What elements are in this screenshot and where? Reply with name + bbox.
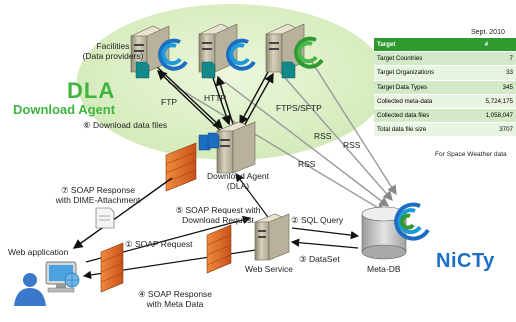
download-agent-label: Download Agent (DLA) (205, 171, 271, 192)
stats-row-value: 5,724,175 (466, 94, 516, 109)
download-agent-label-line2: (DLA) (226, 180, 250, 191)
meta-db-label: Meta-DB (367, 264, 401, 274)
web-service-firewall-icon (206, 224, 232, 274)
step5-label: ⑤ SOAP Request with Download Request (168, 205, 268, 226)
step7-label-line1: ⑦ SOAP Response (60, 185, 136, 195)
step5-label-line1: ⑤ SOAP Request with (175, 205, 261, 215)
download-agent-label-line1: Download Agent (207, 171, 269, 181)
ftp-label: FTP (161, 97, 178, 107)
stats-row-value: 33 (466, 65, 516, 81)
step5-label-line2: Download Request (182, 214, 254, 225)
arrow-step3 (290, 238, 359, 249)
http-label: HTTP (204, 93, 227, 103)
step7-label-line2: with DIME-Attachment (55, 194, 141, 205)
stats-row-label: Collected data files (374, 108, 467, 124)
step4-label: ④ SOAP Response with Meta Data (132, 289, 218, 310)
dla-subtitle: Download Agent (13, 102, 116, 117)
ftps-sftp-label: FTPS/SFTP (276, 103, 322, 113)
arrow-step2 (291, 227, 360, 240)
facilities-label-line1: Facilities (96, 41, 130, 51)
stats-header-row: Target # (374, 38, 516, 53)
nicty-swirl-icon (394, 202, 430, 241)
rss-lines (167, 61, 397, 213)
stats-header-value: # (466, 38, 516, 53)
facility-file-icons (135, 61, 296, 79)
stats-row-label: Total data file size (374, 122, 467, 138)
facilities-label-line2: (Data providers) (82, 50, 144, 61)
stats-row-label: Target Countries (374, 51, 467, 67)
rss-label-1: RSS (314, 131, 332, 141)
globe-icon (64, 272, 80, 288)
stats-footer: For Space Weather data (435, 151, 507, 158)
stats-row-value: 345 (466, 80, 516, 95)
stats-header-label: Target (374, 38, 467, 53)
facility-swirl-icons (158, 36, 324, 71)
dime-attachment-document-icon (95, 207, 115, 229)
step7-label: ⑦ SOAP Response with DIME-Attachment (48, 185, 148, 206)
step4-label-line1: ④ SOAP Response (137, 289, 213, 299)
user-person-icon (14, 273, 46, 306)
dla-title: DLA (67, 78, 116, 103)
step1-label: ① SOAP Request (125, 239, 193, 249)
downloaded-file-icons (198, 132, 220, 151)
stats-row-label: Target Organizations (374, 65, 467, 81)
rss-label-3: RSS (298, 159, 316, 169)
step6-label: ⑥ Download data files (83, 120, 168, 130)
rss-label-2: RSS (343, 140, 361, 150)
stats-row-label: Target Data Types (374, 80, 467, 95)
web-app-firewall-icon (100, 242, 124, 293)
stats-date: Sept. 2010 (471, 29, 505, 36)
step3-label: ③ DataSet (299, 254, 340, 264)
step2-label: ② SQL Query (291, 215, 344, 225)
web-application-label: Web application (8, 247, 69, 257)
download-arrows (154, 64, 274, 135)
step4-label-line2: with Meta Data (146, 298, 204, 309)
web-service-label: Web Service (245, 264, 294, 274)
web-service-server-icon (254, 213, 290, 261)
facilities-label: Facilities (Data providers) (82, 41, 144, 62)
dla-firewall-icon (165, 142, 197, 192)
stats-row-value: 7 (466, 51, 516, 67)
stats-row-value: 3707 (466, 122, 516, 138)
download-agent-server-icon (216, 121, 256, 174)
nicty-logo: NiCTy (436, 250, 495, 272)
stats-row-value: 1,058,047 (466, 108, 516, 124)
stats-row-label: Collected meta-data (374, 94, 467, 109)
arrow-step7 (72, 177, 173, 249)
